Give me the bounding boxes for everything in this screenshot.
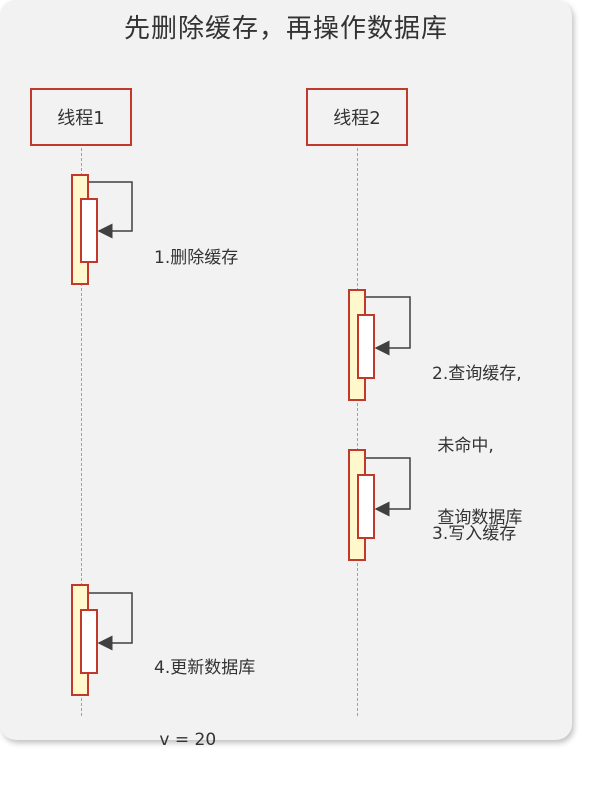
thread-1-box: 线程1 [30,88,132,146]
step-3-arrow [366,457,411,517]
step-4-arrow [89,592,133,651]
step-2-label: 2.查询缓存, 未命中, 查询数据库 [432,314,522,578]
step-4-self-call-activation [80,609,98,674]
step-4-line-1: 4.更新数据库 [154,658,256,678]
step-3-label: 3.写入缓存 [432,474,516,594]
step-3-line-1: 3.写入缓存 [432,524,517,544]
step-4-label: 4.更新数据库 v = 20 [154,608,255,800]
step-2-self-call-activation [357,314,375,379]
step-2-line-3: 查询数据库 [432,508,523,528]
step-2-line-2: 未命中, [432,436,494,456]
step-1-line-1: 1.删除缓存 [154,248,239,268]
diagram-panel: 先删除缓存，再操作数据库 线程1 线程2 1.删除缓存 2.查询缓存, 未命中, [0,0,572,750]
step-1-label: 1.删除缓存 [154,198,238,318]
thread-2-box: 线程2 [306,88,408,146]
step-2-line-1: 2.查询缓存, [432,364,522,384]
thread-1-lifeline [81,148,82,716]
step-4-line-2: v = 20 [154,730,217,750]
self-call-arrows [89,181,411,651]
thread-2-lifeline [357,148,358,716]
thread-2-label: 线程2 [333,108,381,129]
thread-1-label: 线程1 [57,108,105,129]
step-1-self-call-activation [80,198,98,263]
step-3-self-call-activation [357,474,375,539]
diagram-title: 先删除缓存，再操作数据库 [123,14,448,44]
step-2-arrow [366,296,411,356]
step-1-arrow [89,181,133,239]
